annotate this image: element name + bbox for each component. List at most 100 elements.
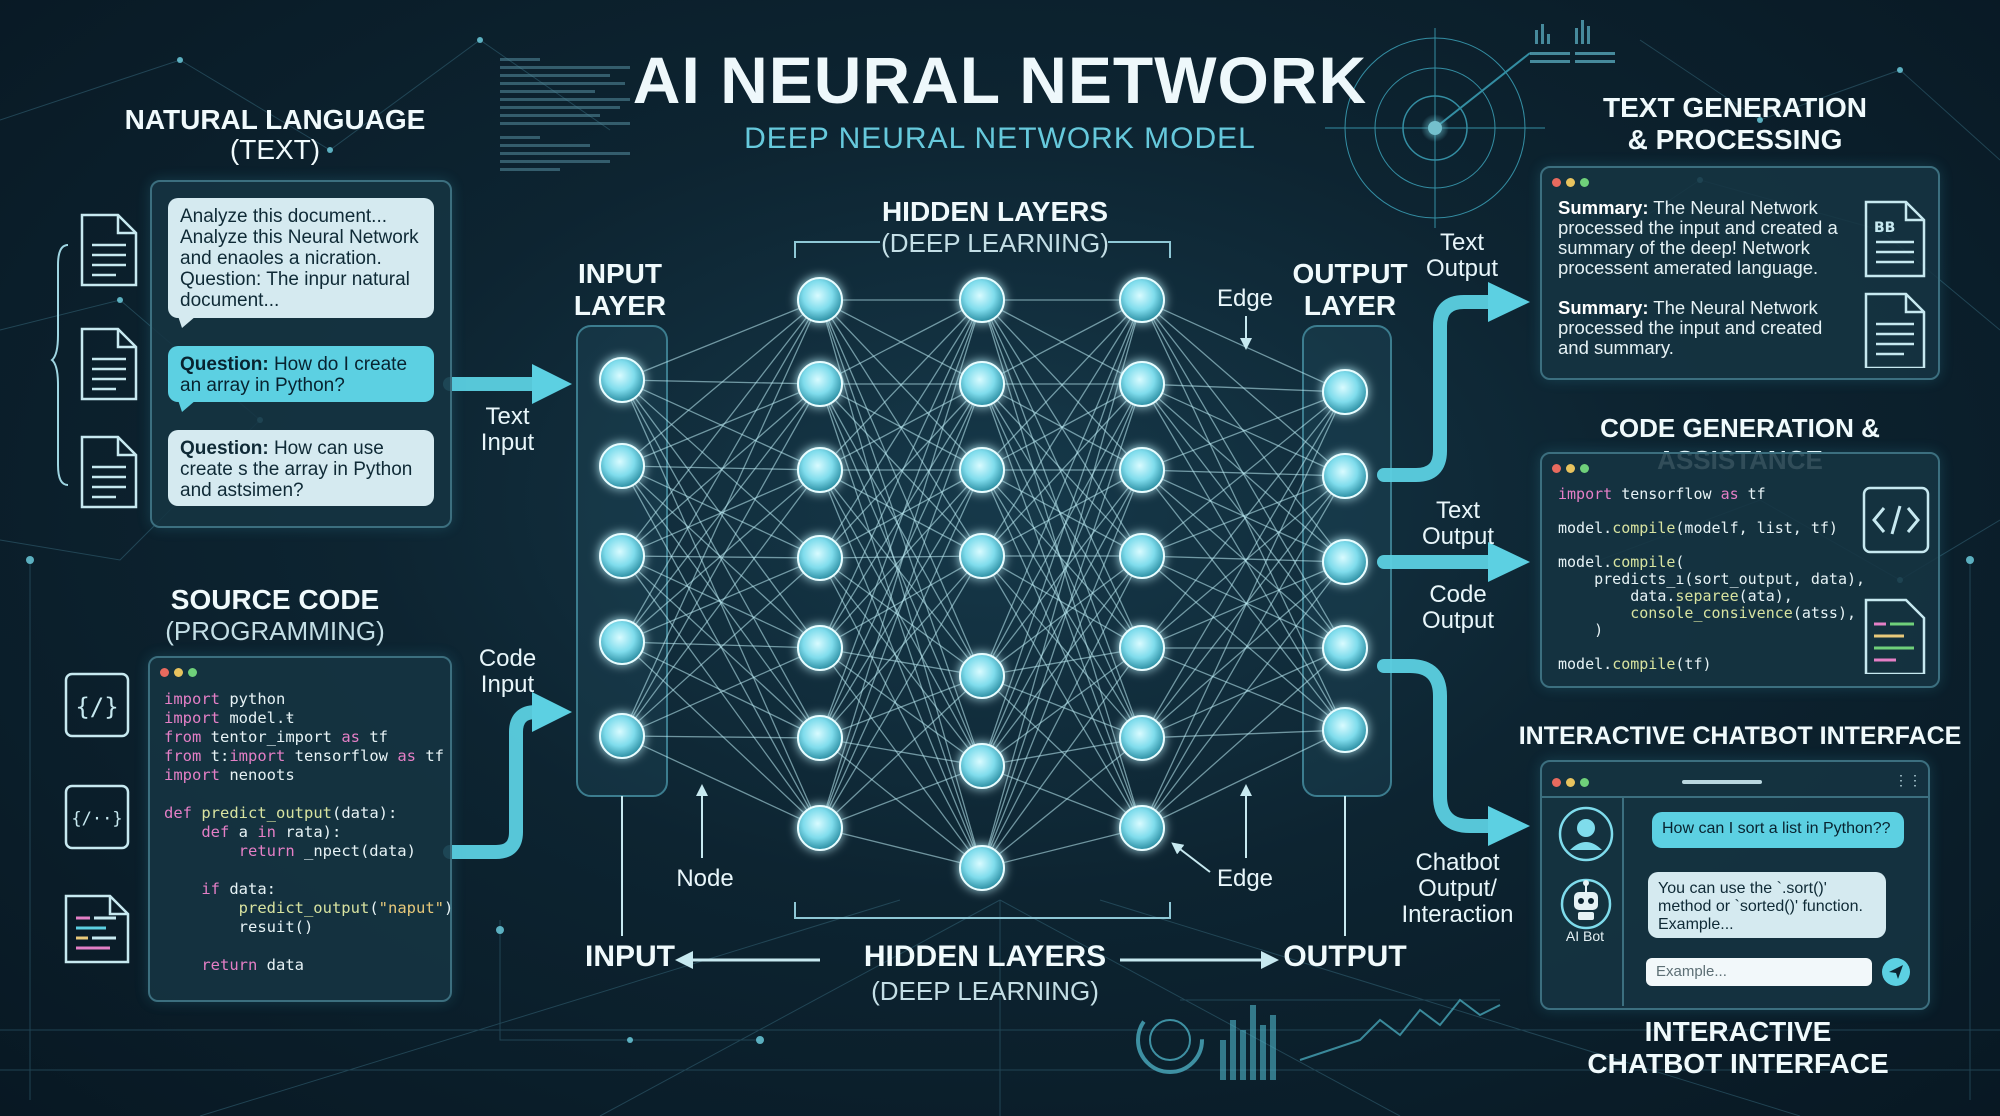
code-line: return _npect(data) xyxy=(238,842,416,860)
node-circle-layer-4 xyxy=(1322,625,1368,671)
summary-key: Summary: xyxy=(1558,197,1649,218)
edge-line xyxy=(819,383,983,869)
code-icons xyxy=(1862,486,1930,674)
code-line xyxy=(164,785,453,804)
edge-line xyxy=(819,827,983,869)
code-line: model.compile(modelf, list, tf) xyxy=(1558,519,1838,537)
code-line: import python xyxy=(164,690,286,708)
node-circle-layer-3 xyxy=(1119,361,1165,407)
question-text: How can use create s the array in Python… xyxy=(180,438,413,501)
edge-line xyxy=(621,641,821,739)
edge-line xyxy=(621,555,821,559)
edge-line xyxy=(819,469,983,649)
text-bubble-1: Analyze this document... Analyze this Ne… xyxy=(168,198,434,318)
edge-line xyxy=(621,299,821,467)
bottom-input-label: INPUT xyxy=(585,940,675,973)
code-line: def predict_output(data): xyxy=(164,804,398,822)
edge-line xyxy=(981,555,1143,677)
edge-line xyxy=(819,647,983,869)
code-brackets-icon xyxy=(1862,486,1930,554)
node-circle-layer-3 xyxy=(1119,447,1165,493)
edge-line xyxy=(981,647,1143,869)
code-line: import nenoots xyxy=(164,766,295,784)
code-input-label: Code Input xyxy=(478,645,537,698)
edge-line xyxy=(621,469,821,643)
edge-line xyxy=(621,299,821,737)
bubble-tail xyxy=(178,316,196,328)
edge-line xyxy=(819,383,983,471)
hidden-bracket-bottom xyxy=(794,902,1171,919)
send-button[interactable] xyxy=(1882,958,1910,986)
edge-line xyxy=(621,557,821,737)
input-layer-label: INPUT LAYER xyxy=(573,258,667,321)
code-line: return data xyxy=(201,956,304,974)
question-text: How do I create an array in Python? xyxy=(180,354,408,396)
edge-line xyxy=(819,383,983,829)
edge-line xyxy=(1141,391,1346,829)
edge-line xyxy=(1141,561,1346,649)
node-circle-layer-3 xyxy=(1119,277,1165,323)
edge-line xyxy=(621,383,821,643)
text-output-label-2: Text Output xyxy=(1421,497,1495,550)
edge-line xyxy=(1141,383,1346,731)
edge-line xyxy=(981,469,1143,557)
edge-line xyxy=(819,469,983,739)
edge-line xyxy=(621,299,821,557)
hidden-layers-sub: (DEEP LEARNING) xyxy=(881,228,1109,258)
doc-icon-label: BB xyxy=(1874,220,1895,236)
node-circle-layer-2 xyxy=(959,447,1005,493)
chatbot-heading: INTERACTIVE CHATBOT INTERFACE xyxy=(1518,722,1962,750)
edge-line xyxy=(981,555,1143,649)
edge-line xyxy=(819,555,983,649)
edge-line xyxy=(1141,729,1346,829)
code-line: predicts_ı(sort_output, data), xyxy=(1558,570,1866,588)
edge-line xyxy=(1141,555,1346,649)
node-circle-layer-1 xyxy=(797,361,843,407)
natural-language-panel: Analyze this document... Analyze this Ne… xyxy=(150,180,452,528)
code-input-arrow xyxy=(443,705,543,859)
node-circle-layer-4 xyxy=(1322,539,1368,585)
bottom-hidden-label: HIDDEN LAYERS xyxy=(863,940,1107,973)
edge-line xyxy=(819,765,983,829)
text-generation-heading: TEXT GENERATION & PROCESSING xyxy=(1603,92,1867,155)
edge-line xyxy=(1141,475,1346,649)
edge-line xyxy=(819,675,983,739)
edge-line xyxy=(819,299,983,739)
ai-bot-avatar-icon xyxy=(1560,878,1612,930)
chatbot-panel: ⋮⋮ AI Bot How can I sort a list in Pytho… xyxy=(1540,760,1930,1010)
edge-line xyxy=(1141,555,1346,563)
bottom-output-label: OUTPUT xyxy=(1283,940,1407,973)
edge-line xyxy=(981,737,1143,767)
node-label: Node xyxy=(676,865,734,892)
code-icons-group: {/} {/··} xyxy=(64,672,130,964)
edge-line xyxy=(1141,383,1346,393)
braces-dots-glyph: {/··} xyxy=(71,809,122,829)
edge-line xyxy=(819,299,983,559)
code-output-label: Code Output xyxy=(1421,581,1495,634)
edge-pointer-bottom-diag xyxy=(1171,842,1211,873)
text-output-label-1: Text Output xyxy=(1425,229,1499,282)
code-line xyxy=(1558,639,1865,656)
window-dots xyxy=(160,664,202,682)
edge-line xyxy=(819,647,983,677)
text-generation-panel: Summary: The Neural Network processed th… xyxy=(1540,166,1940,380)
chat-input-field[interactable]: Example... xyxy=(1646,958,1872,986)
page-subtitle: DEEP NEURAL NETWORK MODEL xyxy=(744,122,1256,155)
code-line: console_consivence(atss), xyxy=(1630,604,1857,622)
code-line: if data: xyxy=(201,880,276,898)
edge-line xyxy=(819,555,983,739)
node-circle-layer-1 xyxy=(797,277,843,323)
node-circle-layer-2 xyxy=(959,533,1005,579)
code-line xyxy=(1558,537,1865,554)
node-circle-layer-1 xyxy=(797,625,843,671)
bottom-hidden-sub: (DEEP LEARNING) xyxy=(871,976,1099,1006)
code-line xyxy=(1558,503,1865,520)
ai-bot-name: AI Bot xyxy=(1565,928,1605,944)
edge-line xyxy=(621,299,821,381)
edge-line xyxy=(1141,561,1346,829)
source-code-sub: (PROGRAMMING) xyxy=(165,616,385,646)
grid-icon[interactable]: ⋮⋮ xyxy=(1894,772,1922,788)
node-circle-layer-3 xyxy=(1119,625,1165,671)
